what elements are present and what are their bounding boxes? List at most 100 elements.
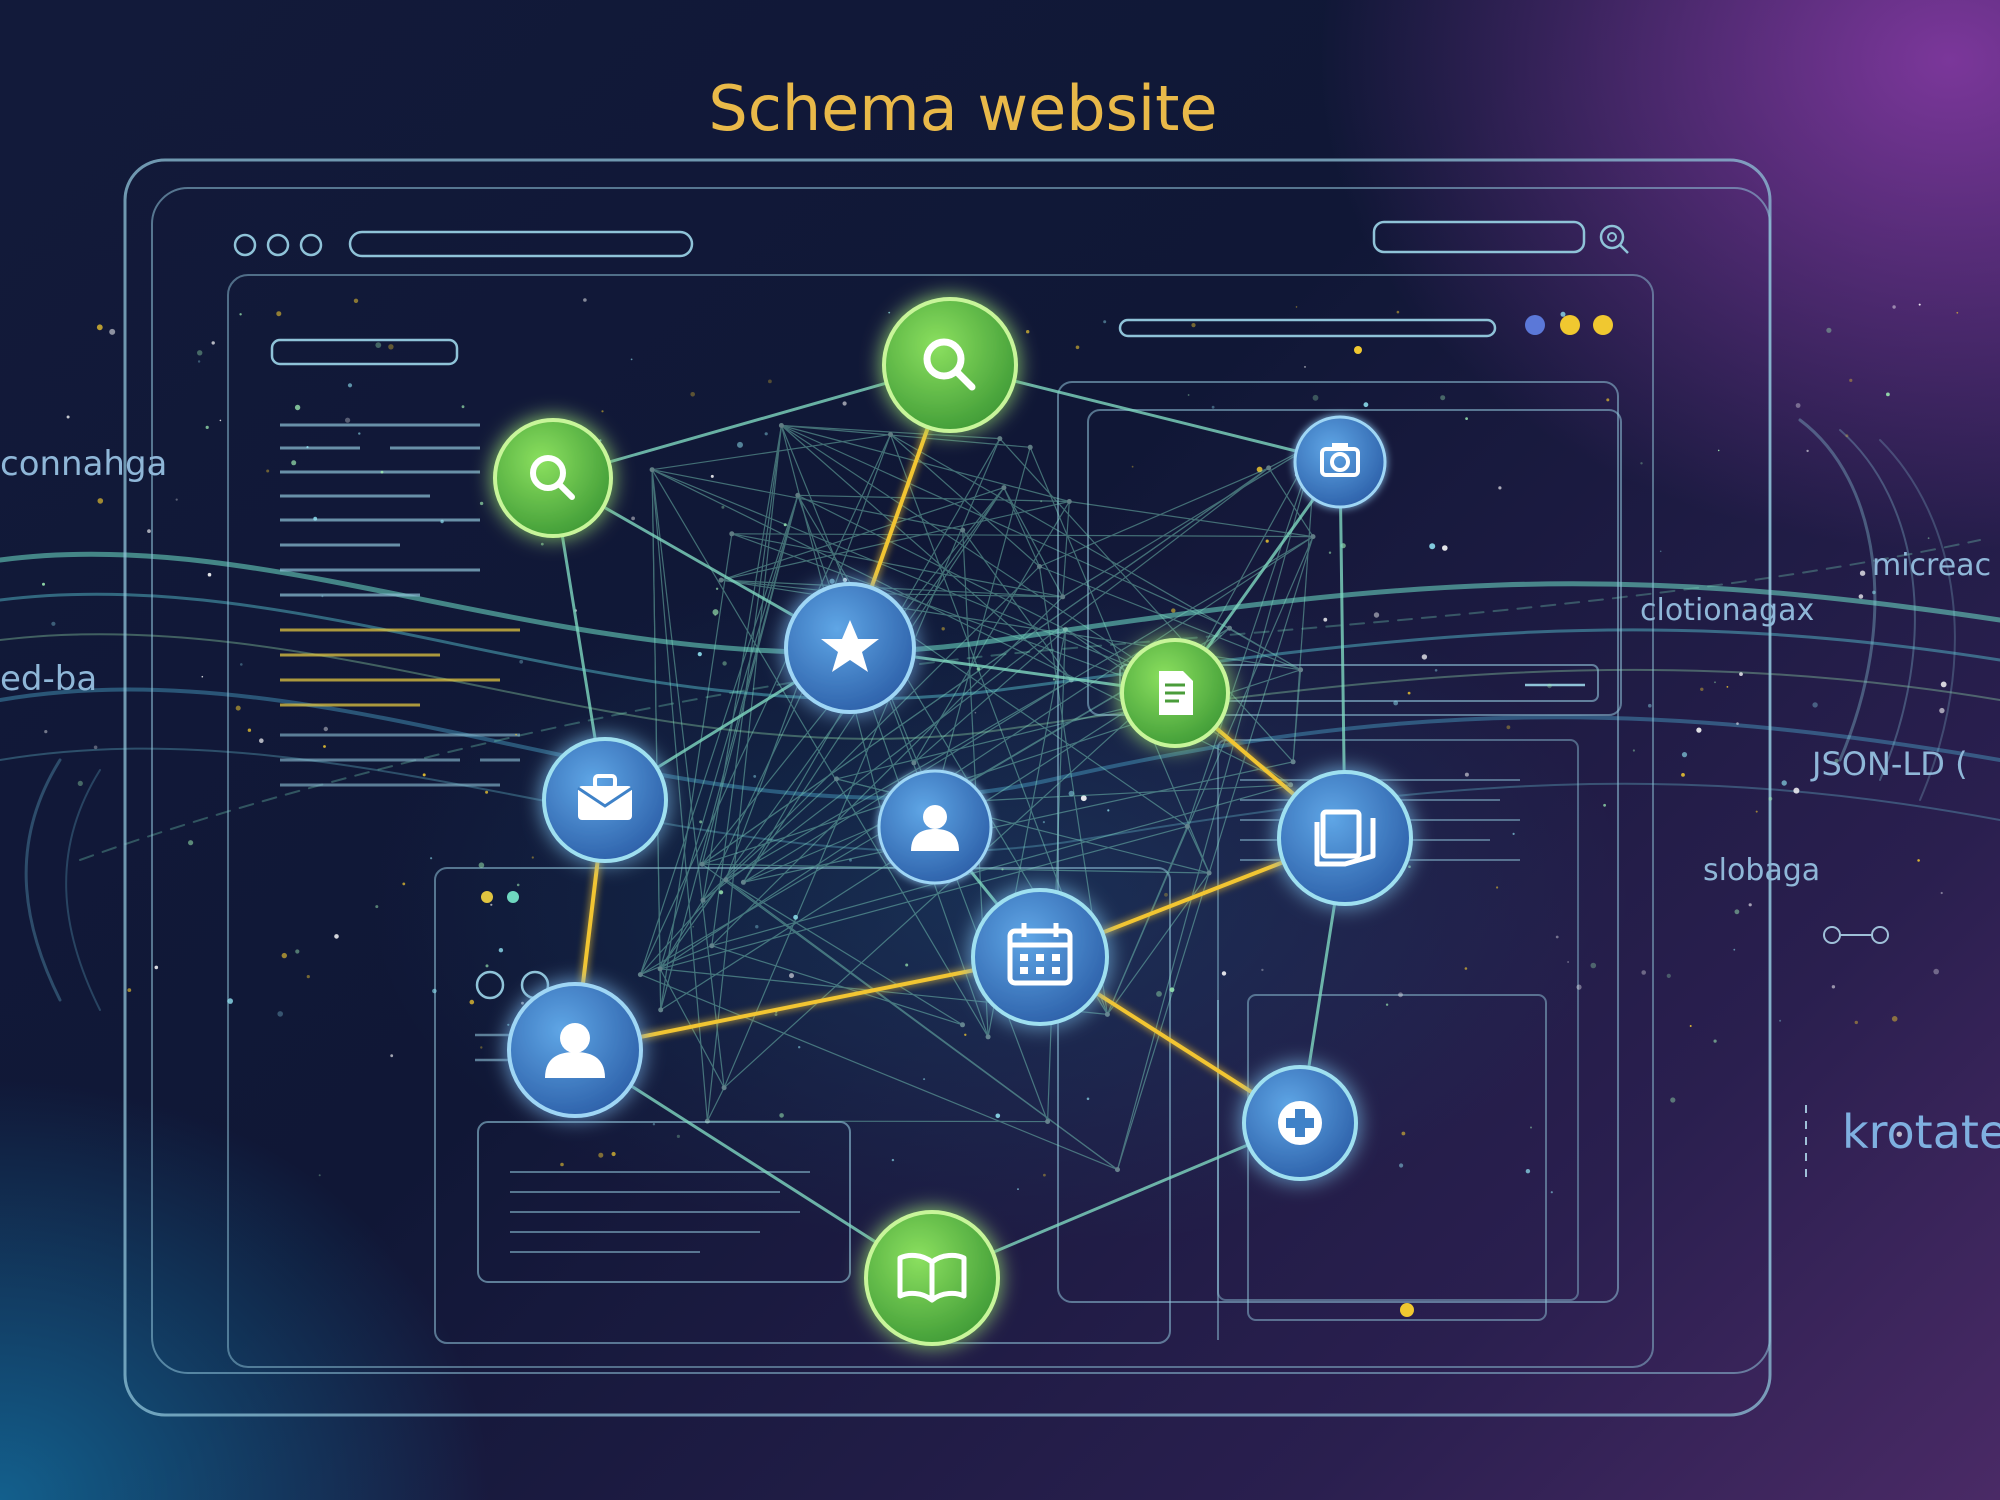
- particle: [478, 862, 485, 868]
- camera-icon: [1320, 443, 1360, 477]
- particle: [598, 1152, 604, 1158]
- mesh-point: [1290, 759, 1296, 765]
- particle: [1295, 306, 1298, 308]
- particle: [611, 1151, 616, 1157]
- particle: [923, 1078, 926, 1081]
- mesh-line: [1186, 826, 1210, 874]
- mesh-point: [721, 1085, 727, 1091]
- search-node-left: [493, 418, 613, 538]
- particle: [430, 857, 433, 860]
- particle: [1779, 1019, 1782, 1022]
- particle: [323, 726, 328, 732]
- mesh-line: [659, 899, 704, 970]
- particle: [1858, 594, 1864, 599]
- particle: [1933, 968, 1939, 975]
- particle: [753, 775, 757, 778]
- mesh-line: [659, 495, 799, 970]
- book-node-bottom: [864, 1210, 1000, 1346]
- particle: [1896, 1131, 1903, 1137]
- briefcase-node: [542, 737, 668, 863]
- search-node-top: [882, 297, 1018, 433]
- particle: [1768, 796, 1773, 801]
- mesh-point: [1115, 1167, 1120, 1173]
- mesh-point: [700, 897, 706, 903]
- particle: [1744, 608, 1747, 612]
- particle: [358, 432, 361, 435]
- particle: [964, 1033, 967, 1037]
- particle: [205, 425, 209, 429]
- particle: [1793, 787, 1800, 794]
- particle: [97, 498, 104, 504]
- particle: [1169, 987, 1175, 993]
- mesh-point: [1266, 465, 1272, 471]
- particle: [1042, 821, 1045, 824]
- particle: [1421, 654, 1428, 660]
- mesh-point: [1104, 1011, 1110, 1017]
- particle: [485, 964, 489, 968]
- search-icon: [923, 338, 976, 391]
- particle: [479, 501, 484, 506]
- particle: [295, 949, 300, 954]
- mesh-line: [797, 494, 1066, 630]
- mesh-point: [649, 467, 655, 473]
- mesh-line: [1229, 627, 1301, 671]
- mesh-line: [702, 566, 1040, 901]
- particle: [1590, 962, 1597, 969]
- mesh-point: [718, 577, 724, 583]
- particle: [239, 313, 242, 316]
- particle: [321, 595, 324, 598]
- mesh-line: [781, 425, 1072, 681]
- particle: [306, 446, 309, 449]
- particle: [722, 661, 727, 666]
- particle: [995, 1113, 1001, 1119]
- mesh-point: [997, 436, 1003, 442]
- mesh-point: [1060, 594, 1066, 600]
- particle: [323, 745, 326, 748]
- mesh-point: [1184, 823, 1190, 829]
- particle: [422, 773, 426, 777]
- mesh-line: [1039, 467, 1269, 568]
- particle: [692, 925, 694, 928]
- particle: [77, 780, 83, 787]
- particle: [1714, 681, 1716, 684]
- particle: [1603, 803, 1606, 807]
- particle: [1640, 462, 1643, 465]
- particle: [601, 410, 604, 413]
- particle: [1550, 1191, 1553, 1194]
- mesh-line: [720, 487, 1005, 581]
- page-title: Schema website: [708, 72, 1217, 145]
- mesh-point: [1206, 870, 1212, 876]
- particle: [1713, 1039, 1717, 1043]
- particle: [1940, 891, 1943, 895]
- mesh-point: [709, 943, 715, 949]
- particle: [710, 474, 714, 478]
- mesh-line: [651, 469, 662, 1010]
- mesh-line: [836, 695, 1177, 780]
- mesh-point: [1001, 485, 1007, 491]
- particle: [737, 441, 743, 448]
- mesh-line: [725, 879, 963, 1026]
- particle: [1385, 1003, 1389, 1006]
- particle: [1641, 970, 1646, 975]
- browser-frame: [123, 158, 1772, 1417]
- mesh-line: [711, 784, 1291, 947]
- particle: [690, 392, 695, 397]
- mesh-line: [1029, 447, 1210, 874]
- particle: [652, 1123, 656, 1126]
- particle: [1927, 537, 1930, 540]
- mesh-line: [702, 425, 782, 901]
- mesh-line: [651, 469, 725, 1088]
- mesh-line: [659, 825, 1188, 970]
- particle: [1525, 1169, 1531, 1174]
- particle: [941, 627, 945, 631]
- particle: [768, 379, 772, 384]
- particle: [490, 903, 493, 906]
- particle: [247, 728, 252, 732]
- user-node-center: [877, 769, 993, 885]
- mesh-line: [1070, 536, 1314, 681]
- mesh-line: [711, 945, 963, 1026]
- particle: [1795, 403, 1801, 408]
- particle: [1407, 691, 1411, 695]
- particle-field: [42, 298, 1959, 1194]
- mesh-line: [639, 879, 727, 976]
